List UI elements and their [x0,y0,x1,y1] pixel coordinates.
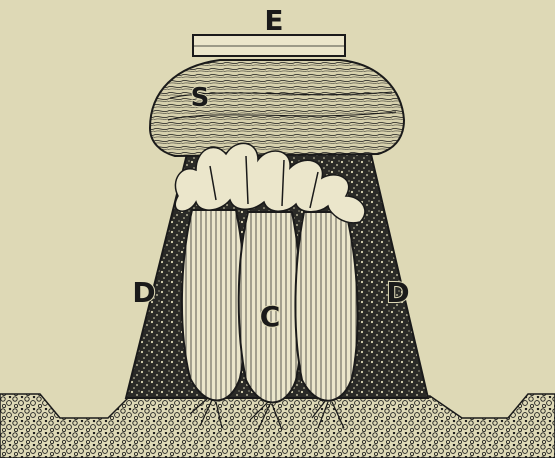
celery-stalk-right [295,212,357,401]
celery-stalk-left [182,210,246,401]
board [193,35,345,56]
label-celery: C [260,300,281,333]
label-board: E [264,4,283,37]
label-bank-right: D [386,276,409,309]
label-bank-left: D [132,276,155,309]
label-soil-cap: S [191,83,210,113]
celery-plants [175,143,365,430]
soil-cap [150,60,404,156]
ground [0,394,555,458]
